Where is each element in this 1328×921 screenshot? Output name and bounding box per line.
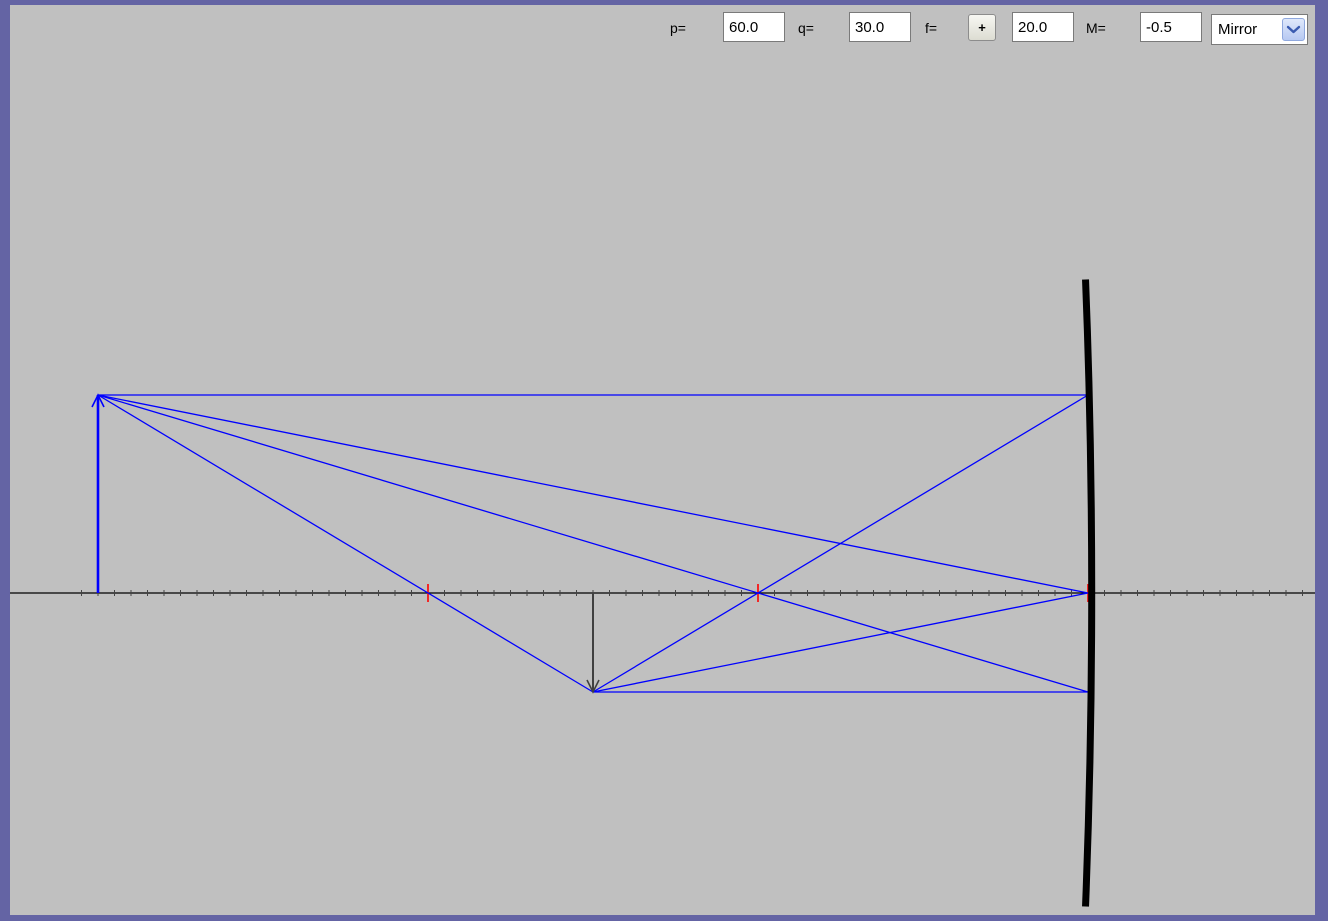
f-label: f= — [925, 20, 938, 36]
m-label: M= — [1086, 20, 1106, 36]
mirror-group — [1082, 279, 1096, 907]
image-arrowhead — [586, 679, 600, 694]
m-input[interactable] — [1140, 12, 1202, 42]
q-label: q= — [798, 20, 814, 36]
p-label: p= — [670, 20, 686, 36]
arrow-group — [91, 393, 600, 694]
mirror-surface — [1082, 279, 1096, 907]
element-type-select[interactable]: Mirror — [1211, 14, 1308, 45]
f-sign-button[interactable]: + — [968, 14, 996, 41]
q-input[interactable] — [849, 12, 911, 42]
optics-canvas — [10, 279, 1315, 907]
optical-axis-ruler — [10, 584, 1315, 602]
element-type-value: Mirror — [1218, 21, 1258, 38]
p-input[interactable] — [723, 12, 785, 42]
center-ray — [97, 394, 594, 693]
optics-applet: p= q= f= + M= Mirror — [10, 5, 1315, 915]
object-arrowhead — [91, 393, 105, 408]
f-input[interactable] — [1012, 12, 1074, 42]
chevron-down-icon[interactable] — [1282, 18, 1305, 41]
vertex-ray — [97, 394, 1089, 693]
